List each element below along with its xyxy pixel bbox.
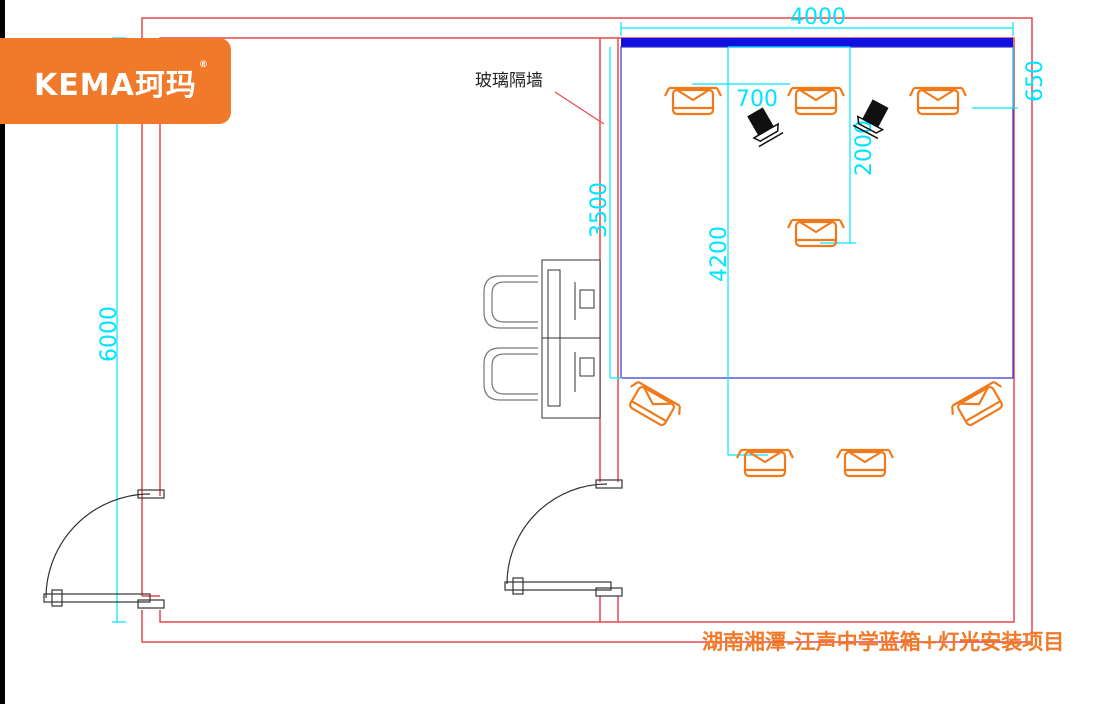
stage-light-top-left [664,86,722,116]
stage-light-middle [787,218,845,248]
dimension-seat-depth: 4200 [707,226,732,282]
logo-wordmark: KEMA珂玛® [34,60,209,104]
dimension-total-length: 6000 [97,306,122,362]
door-left [43,489,165,609]
stage-light-bottom-left [736,448,794,478]
stage-light-bottom-right-angled [951,380,1003,427]
glass-partition [599,38,619,622]
blue-screen [621,38,1013,47]
dimension-offset-top: 650 [1023,60,1048,102]
control-desk [541,259,601,419]
logo-chinese: 珂玛 [134,68,197,103]
spotlight-right [852,99,889,140]
registered-mark-icon: ® [198,60,209,70]
dimension-lines [112,22,1018,623]
glass-partition-leader [554,91,605,125]
door-right [504,479,623,597]
dimension-light-to-desk: 2000 [852,120,877,176]
dimension-room-width: 4000 [790,5,846,30]
glass-partition-label: 玻璃隔墙 [475,71,543,91]
stage-light-top-right [909,86,967,116]
dimension-light-spacing: 700 [736,87,778,112]
stage-area-outline [620,46,1014,379]
logo-latin: KEMA [34,68,135,103]
dimension-stage-depth: 3500 [587,182,612,238]
stage-light-bottom-left-angled [629,380,681,427]
office-chair [483,347,538,401]
office-chair [483,275,538,329]
stage-light-bottom-right [836,448,894,478]
stage-light-top-center [787,86,845,116]
left-edge-bar [0,0,5,704]
spotlight-left [747,107,784,148]
kema-logo: KEMA珂玛® [0,38,231,124]
project-title: 湖南湘潭-江声中学蓝箱+灯光安装项目 [702,630,1064,654]
